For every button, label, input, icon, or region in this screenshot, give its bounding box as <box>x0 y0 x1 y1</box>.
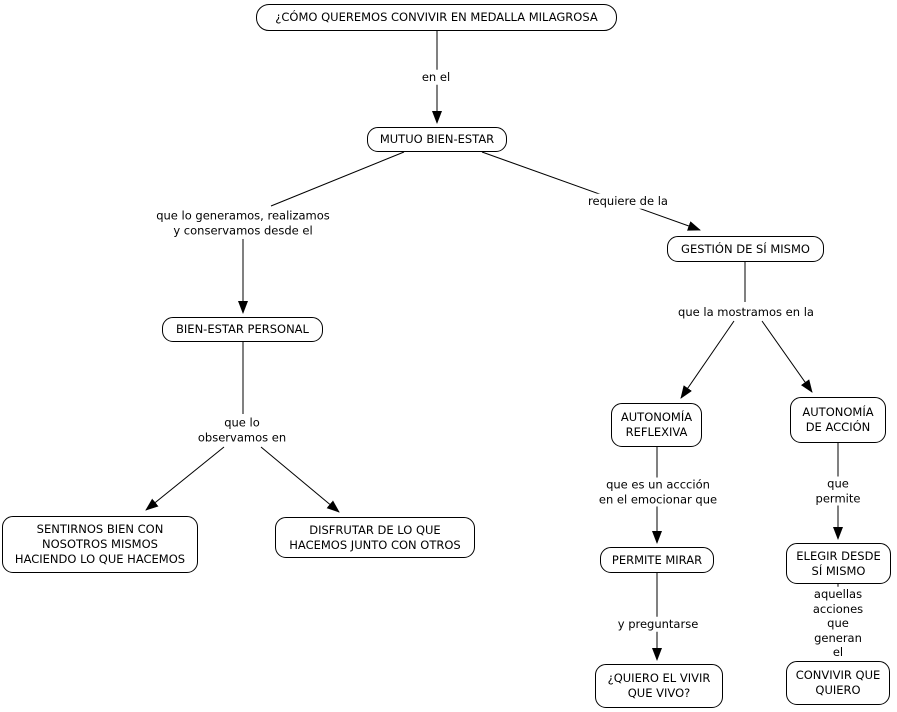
link-label-acciones[interactable]: aquellas acciones que generan el <box>808 586 868 660</box>
node-bienestar-personal[interactable]: BIEN-ESTAR PERSONAL <box>162 317 323 342</box>
node-autonomia-accion[interactable]: AUTONOMÍA DE ACCIÓN <box>790 397 886 443</box>
connector-mutuo-gestion <box>481 151 701 231</box>
link-label-permite[interactable]: que permite <box>808 476 868 506</box>
link-label-generamos[interactable]: que lo generamos, realizamos y conservam… <box>153 208 333 238</box>
connector-observamos-disfrutar <box>260 446 340 513</box>
connector-mostramos-accion <box>761 320 813 393</box>
link-label-en-el[interactable]: en el <box>418 69 454 85</box>
node-sentirnos-bien[interactable]: SENTIRNOS BIEN CON NOSOTROS MISMOS HACIE… <box>2 516 198 573</box>
link-label-observamos[interactable]: que lo observamos en <box>194 415 290 445</box>
node-autonomia-reflexiva[interactable]: AUTONOMÍA REFLEXIVA <box>611 403 702 447</box>
link-label-preguntarse[interactable]: y preguntarse <box>614 616 702 632</box>
link-label-es-accion[interactable]: que es un accción en el emocionar que <box>595 477 721 507</box>
connector-mutuo-generamos <box>270 151 405 207</box>
node-elegir-desde[interactable]: ELEGIR DESDE SÍ MISMO <box>786 543 891 584</box>
node-disfrutar[interactable]: DISFRUTAR DE LO QUE HACEMOS JUNTO CON OT… <box>275 517 475 558</box>
node-convivir-quiero[interactable]: CONVIVIR QUE QUIERO <box>786 661 890 705</box>
connector-observamos-sentirnos <box>145 446 225 511</box>
node-mutuo-bienestar[interactable]: MUTUO BIEN-ESTAR <box>367 127 507 152</box>
connector-mostramos-reflexiva <box>680 320 735 399</box>
node-permite-mirar[interactable]: PERMITE MIRAR <box>600 547 714 573</box>
node-quiero-vivir[interactable]: ¿QUIERO EL VIVIR QUE VIVO? <box>595 664 723 708</box>
link-label-requiere[interactable]: requiere de la <box>585 193 671 209</box>
link-label-mostramos[interactable]: que la mostramos en la <box>675 304 817 320</box>
node-root-question[interactable]: ¿CÓMO QUEREMOS CONVIVIR EN MEDALLA MILAG… <box>256 4 617 31</box>
node-gestion-si-mismo[interactable]: GESTIÓN DE SÍ MISMO <box>667 236 824 262</box>
